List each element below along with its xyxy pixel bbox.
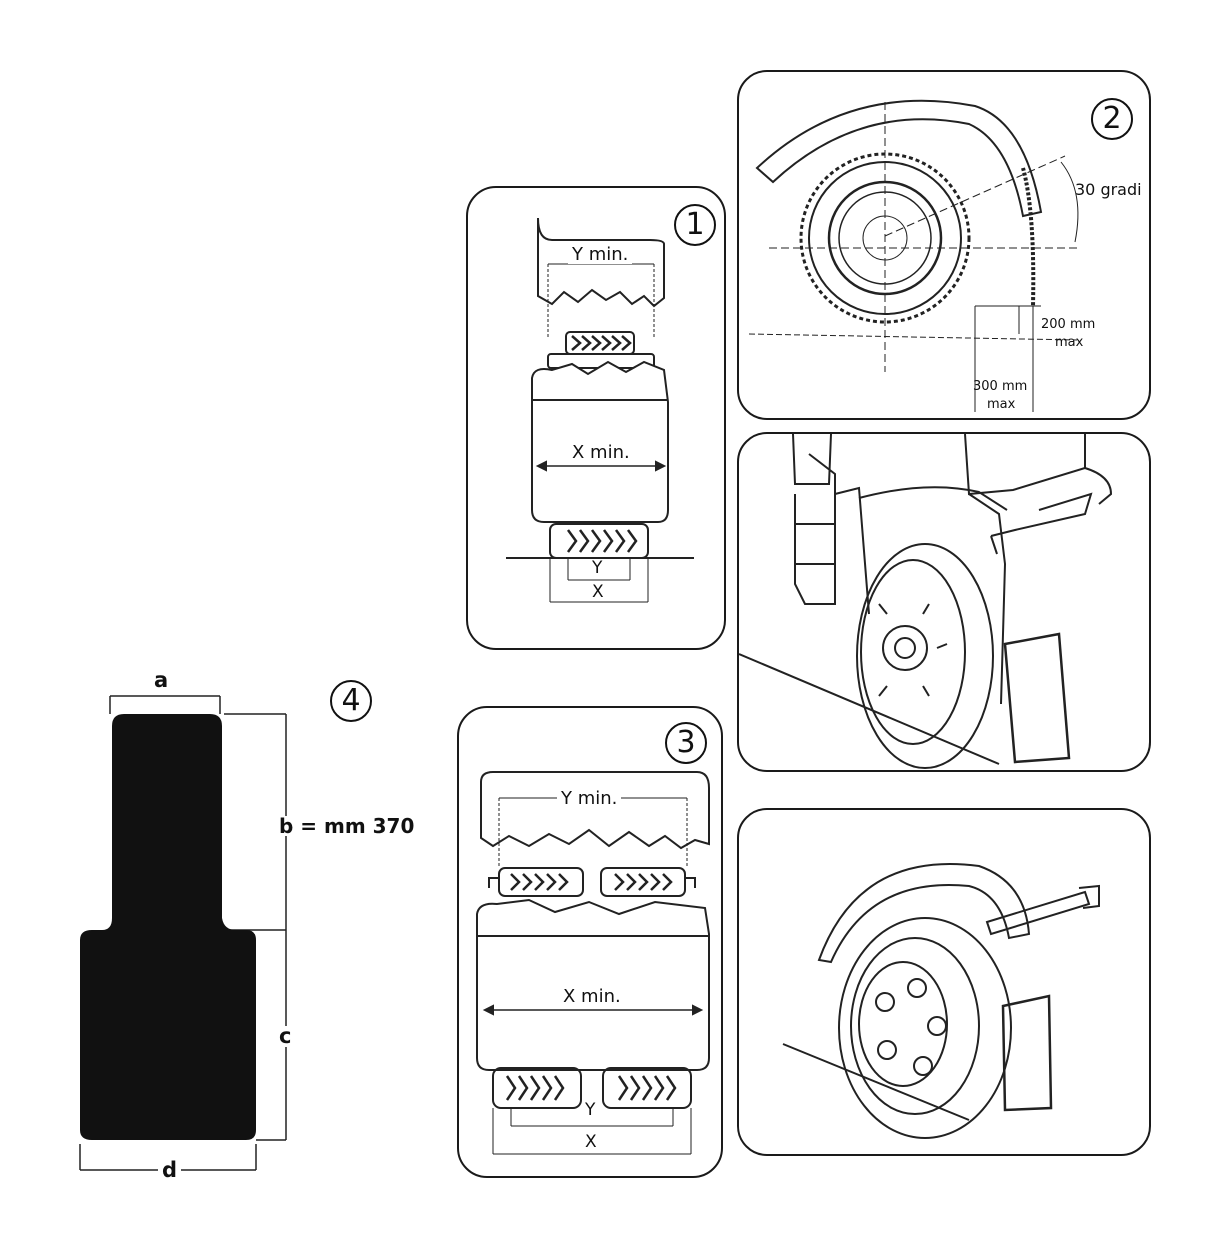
mudflap-shape-drawing xyxy=(79,695,287,1171)
label-dim2-unit: max xyxy=(987,397,1016,412)
label-angle: 30 gradi xyxy=(1075,180,1142,199)
label-dim-c: c xyxy=(276,1026,295,1047)
mudguard-geometry-drawing xyxy=(748,99,1079,412)
label-dim2-value: 300 mm xyxy=(973,379,1028,394)
label-dim1-value: 200 mm xyxy=(1041,317,1096,332)
panel-mudflap-dimensions: 4 a b = mm 370 c d xyxy=(60,660,460,1200)
label-y-twin: Y xyxy=(585,1100,596,1120)
trailer-mudflap-drawing xyxy=(782,862,1100,1139)
label-dim1-unit: max xyxy=(1055,335,1084,350)
twin-tyres-drawing xyxy=(476,771,710,1155)
panel-twin-tyres: 3 Y min. X min. Y X xyxy=(457,706,723,1178)
label-x: X xyxy=(592,582,604,602)
label-y-min-twin: Y min. xyxy=(557,790,622,808)
truck-mudflap-drawing xyxy=(739,434,1113,769)
single-tyre-drawing xyxy=(506,217,694,603)
label-dim-d: d xyxy=(158,1160,182,1181)
panel-single-tyre: 1 Y min. X min. Y X xyxy=(466,186,726,650)
panel-number-2: 2 xyxy=(1091,98,1133,140)
panel-truck-mudflap xyxy=(737,432,1151,772)
panel-number-4: 4 xyxy=(330,680,372,722)
label-dim-b: b = mm 370 xyxy=(276,816,418,836)
panel-number-3: 3 xyxy=(665,722,707,764)
label-y-min: Y min. xyxy=(568,246,633,264)
panel-trailer-mudflap xyxy=(737,808,1151,1156)
panel-mudguard-geometry: 2 30 gradi 200 mm max 300 mm max xyxy=(737,70,1151,420)
label-x-min-twin: X min. xyxy=(559,988,625,1006)
label-x-min: X min. xyxy=(568,444,634,462)
panel-number-1: 1 xyxy=(674,204,716,246)
label-dim-a: a xyxy=(154,668,169,692)
label-x-twin: X xyxy=(585,1132,597,1152)
label-y: Y xyxy=(592,558,603,578)
